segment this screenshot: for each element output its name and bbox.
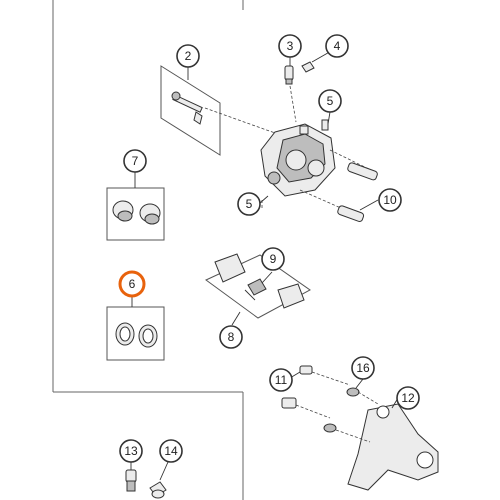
callout-6-label: 6 (129, 277, 136, 291)
seal-ring-set-part (106, 306, 165, 361)
callout-4-label: 4 (334, 39, 341, 53)
callout-11[interactable]: 11 (269, 368, 293, 392)
callout-14-label: 14 (164, 444, 178, 458)
callout-8[interactable]: 8 (219, 325, 243, 349)
callout-11-label: 11 (275, 373, 288, 387)
brake-caliper-part (260, 119, 376, 213)
callout-3-label: 3 (287, 39, 294, 53)
callout-7-label: 7 (132, 154, 139, 168)
caliper-bracket-part (347, 403, 439, 491)
callout-13-label: 13 (124, 444, 138, 458)
callout-3[interactable]: 3 (278, 34, 302, 58)
callout-16[interactable]: 16 (351, 356, 375, 380)
callout-4[interactable]: 4 (325, 34, 349, 58)
callout-13[interactable]: 13 (119, 439, 143, 463)
callout-12-label: 12 (401, 391, 415, 405)
callout-2-label: 2 (185, 49, 192, 63)
callout-7[interactable]: 7 (123, 149, 147, 173)
callout-16-label: 16 (356, 361, 370, 375)
callout-5-top-label: 5 (327, 94, 334, 108)
piston-set-part (106, 187, 165, 241)
callout-5-bottom-label: 5 (246, 197, 253, 211)
bleeder-screw-part (284, 61, 315, 123)
callout-10[interactable]: 10 (378, 188, 402, 212)
callout-5-top[interactable]: 5 (318, 89, 342, 113)
callout-12[interactable]: 12 (396, 386, 420, 410)
callout-8-label: 8 (228, 330, 235, 344)
callout-9[interactable]: 9 (261, 247, 285, 271)
callout-10-label: 10 (383, 193, 397, 207)
callout-2[interactable]: 2 (176, 44, 200, 68)
bracket-bolts-part (281, 365, 379, 443)
callout-6[interactable]: 6 (118, 270, 146, 298)
diagram-frame (52, 0, 244, 500)
sensor-bolt-part (125, 469, 167, 499)
callout-9-label: 9 (270, 252, 277, 266)
callout-5-bottom[interactable]: 5 (237, 192, 261, 216)
bolt-kit-part (160, 65, 276, 156)
brake-pad-set-part (205, 253, 311, 319)
callout-14[interactable]: 14 (159, 439, 183, 463)
guide-pin-part (337, 162, 378, 223)
